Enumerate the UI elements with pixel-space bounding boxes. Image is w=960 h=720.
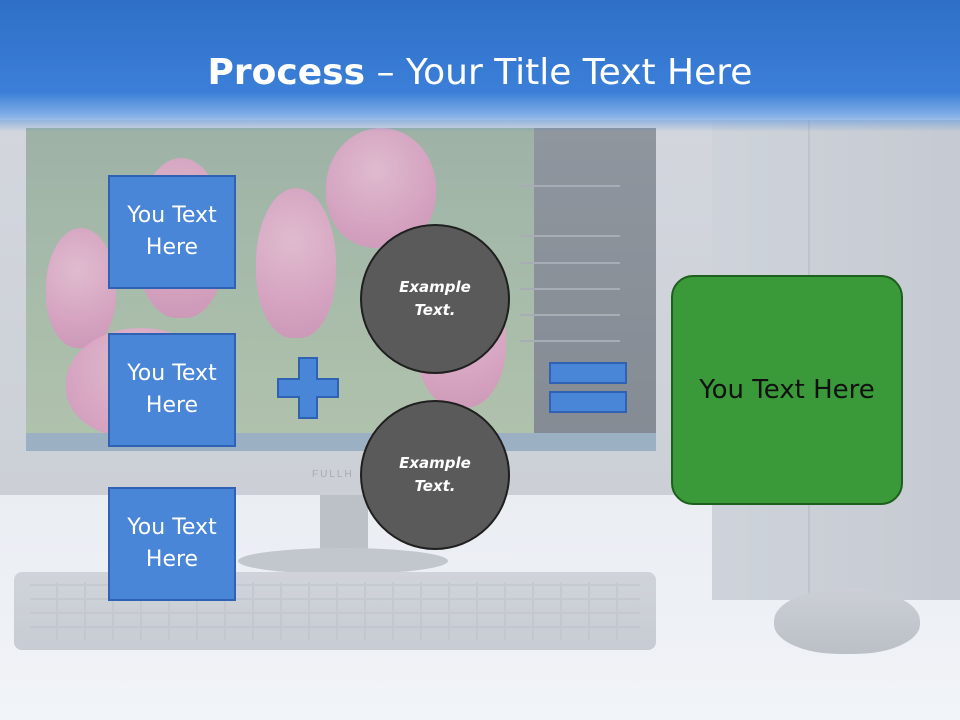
title-bold: Process [207,52,366,93]
title-band [0,0,960,132]
monitor-brand: FULLH [312,469,354,480]
example-circle-2[interactable]: Example Text. [360,400,510,550]
equals-icon [549,362,627,413]
example-circle-1-label: Example Text. [399,278,471,319]
input-box-1-label: You Text Here [127,203,217,260]
result-box-label: You Text Here [699,375,875,405]
monitor-stand [238,548,448,574]
mouse [774,588,920,654]
input-box-1[interactable]: You Text Here [108,175,236,289]
example-circle-1[interactable]: Example Text. [360,224,510,374]
input-box-3[interactable]: You Text Here [108,487,236,601]
input-box-3-label: You Text Here [127,515,217,572]
input-box-2-label: You Text Here [127,361,217,418]
title-rest: – Your Title Text Here [365,52,753,93]
input-box-2[interactable]: You Text Here [108,333,236,447]
result-box[interactable]: You Text Here [671,275,903,505]
plus-icon [277,357,339,419]
slide-title: Process – Your Title Text Here [0,52,960,93]
example-circle-2-label: Example Text. [399,454,471,495]
